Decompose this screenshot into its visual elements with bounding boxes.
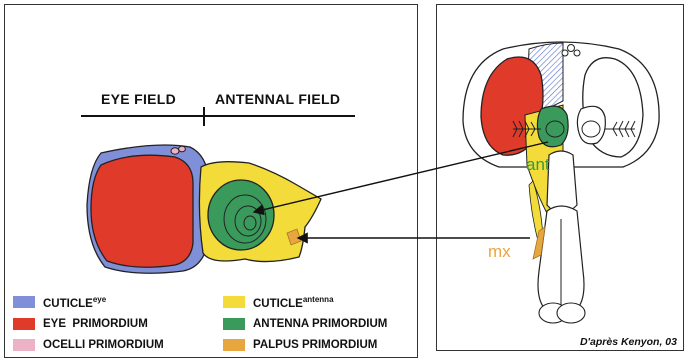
labellum-right xyxy=(557,303,585,323)
ocelli-primordium-b xyxy=(179,146,186,152)
adult-head-diagram xyxy=(437,5,685,352)
eye-antennal-disc-panel: EYE FIELD ANTENNAL FIELD CUTICLEeye EYE … xyxy=(4,4,418,358)
left-antenna-segment xyxy=(546,121,564,137)
legend-sup: eye xyxy=(93,295,106,304)
legend-label: OCELLI PRIMORDIUM xyxy=(43,339,164,351)
legend-label: CUTICLE xyxy=(253,298,303,310)
legend-swatch xyxy=(13,318,35,330)
legend-swatch xyxy=(13,339,35,351)
ocellus-c xyxy=(574,50,580,56)
source-credit: D'après Kenyon, 03 xyxy=(580,336,677,348)
ocellus-a xyxy=(568,45,575,52)
legend-label: PALPUS PRIMORDIUM xyxy=(253,339,377,351)
legend-item-ocelli-primordium: OCELLI PRIMORDIUM xyxy=(13,339,164,351)
legend-swatch xyxy=(223,339,245,351)
legend-label: CUTICLE xyxy=(43,298,93,310)
antenna-primordium-region xyxy=(208,180,274,250)
legend-item-antenna-primordium: ANTENNA PRIMORDIUM xyxy=(223,318,387,330)
right-antenna-segment xyxy=(582,121,600,137)
legend-sup: antenna xyxy=(303,295,334,304)
legend-item-cuticle-eye: CUTICLEeye xyxy=(13,295,106,310)
legend-swatch xyxy=(223,318,245,330)
legend-swatch xyxy=(223,296,245,308)
legend-item-eye-primordium: EYE PRIMORDIUM xyxy=(13,318,148,330)
legend-item-cuticle-antenna: CUTICLEantenna xyxy=(223,295,334,310)
legend-swatch xyxy=(13,296,35,308)
legend-label: ANTENNA PRIMORDIUM xyxy=(253,318,387,330)
legend-label: EYE PRIMORDIUM xyxy=(43,318,148,330)
legend-item-palpus-primordium: PALPUS PRIMORDIUM xyxy=(223,339,377,351)
adult-head-panel: D'après Kenyon, 03 xyxy=(436,4,684,351)
ocelli-primordium-a xyxy=(171,148,179,154)
ocellus-b xyxy=(562,50,568,56)
eye-primordium-region xyxy=(91,155,193,267)
